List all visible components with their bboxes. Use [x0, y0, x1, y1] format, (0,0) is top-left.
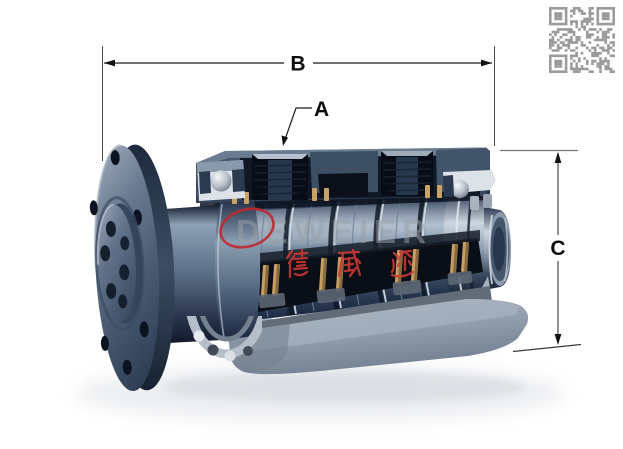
- svg-text:A: A: [314, 98, 329, 121]
- svg-text:DEWEIER: DEWEIER: [236, 213, 432, 250]
- svg-text:C: C: [550, 237, 565, 260]
- svg-text:B: B: [290, 53, 305, 76]
